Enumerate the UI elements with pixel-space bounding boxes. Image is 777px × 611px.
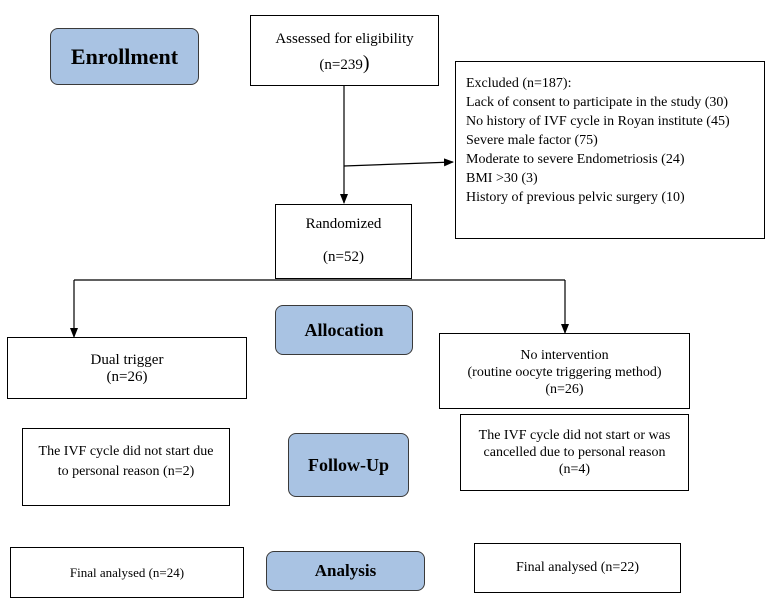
assessed-label: Assessed for eligibility [275,31,414,47]
right-follow-up-box: The IVF cycle did not start or was cance… [460,414,689,491]
stage-allocation-label: Allocation [304,319,384,340]
randomized-label: Randomized [305,216,382,232]
excluded-line: Lack of consent to participate in the st… [466,95,729,110]
stage-enrollment-label: Enrollment [70,43,179,69]
no-intervention-count: (n=26) [545,382,584,397]
excluded-line: Excluded (n=187): [466,76,572,91]
right-analysis-label: Final analysed (n=22) [516,560,639,575]
dual-trigger-box: Dual trigger (n=26) [7,337,247,399]
assessed-count: (n=239 [319,57,363,73]
excluded-line: No history of IVF cycle in Royan institu… [466,114,730,129]
excluded-line: Severe male factor (75) [466,133,598,148]
randomized-count: (n=52) [323,249,364,265]
left-follow-up-box: The IVF cycle did not start due to perso… [22,428,230,506]
dual-trigger-count: (n=26) [106,369,148,385]
dual-trigger-label: Dual trigger [90,352,164,368]
right-analysis-box: Final analysed (n=22) [474,543,681,593]
randomized-box: Randomized (n=52) [275,204,412,279]
right-follow-up-line: cancelled due to personal reason [483,445,666,460]
excluded-line: Moderate to severe Endometriosis (24) [466,152,685,167]
right-follow-up-line: (n=4) [558,462,591,477]
no-intervention-box: No intervention (routine oocyte triggeri… [439,333,690,409]
left-analysis-box: Final analysed (n=24) [10,547,244,598]
stage-analysis-label: Analysis [314,561,377,580]
left-follow-up-line: The IVF cycle did not start due [38,444,214,459]
stage-enrollment: Enrollment [50,28,199,85]
stage-follow-up: Follow-Up [288,433,409,497]
right-follow-up-line: The IVF cycle did not start or was [478,428,671,443]
left-analysis-label: Final analysed (n=24) [69,565,185,580]
stage-follow-up-label: Follow-Up [308,454,389,475]
no-intervention-method: (routine oocyte triggering method) [467,365,662,380]
excluded-box: Excluded (n=187): Lack of consent to par… [455,61,765,239]
assessed-box: Assessed for eligibility (n=239) [250,15,439,86]
stage-analysis: Analysis [266,551,425,591]
left-follow-up-line: to personal reason (n=2) [57,464,195,479]
arrow-to-excluded [343,158,454,167]
assessed-count-paren: ) [362,52,370,74]
excluded-line: History of previous pelvic surgery (10) [466,190,685,205]
no-intervention-label: No intervention [520,348,609,363]
stage-allocation: Allocation [275,305,413,355]
excluded-line: BMI >30 (3) [466,171,538,186]
